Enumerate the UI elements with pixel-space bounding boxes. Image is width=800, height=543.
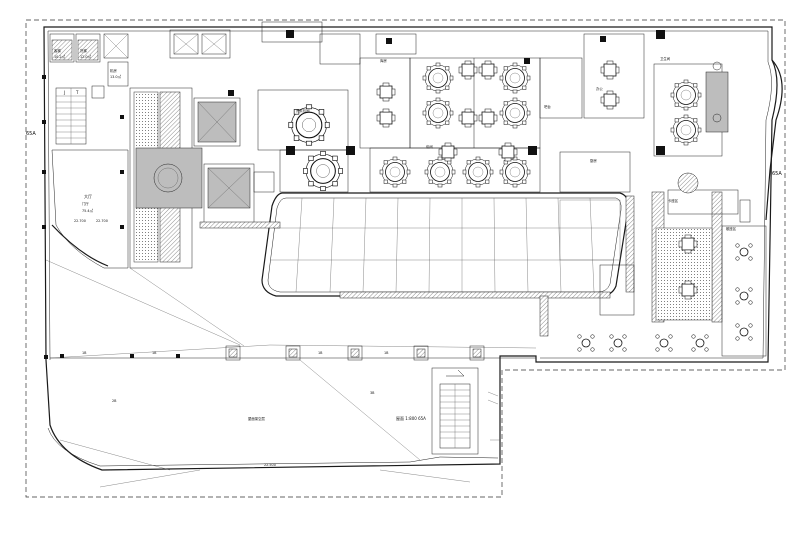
interior-columns [228, 30, 665, 155]
label-elevator-a: 客梯 [54, 48, 61, 53]
outer-boundary-upper [25, 19, 786, 498]
label-note-b: 散座区 [726, 226, 737, 231]
label-ref-4: 1B [384, 351, 389, 355]
label-vip-room: 贵宾包间 [296, 108, 310, 113]
label-dining: 包间 [426, 144, 433, 149]
lobby-curved-wall [51, 224, 109, 267]
curved-facade [47, 427, 499, 467]
core-left [49, 33, 129, 145]
label-office: 办公 [596, 86, 603, 91]
lower-stair [431, 367, 479, 455]
round-tables [288, 62, 702, 192]
label-hall-sub: 门厅 [82, 201, 89, 206]
label-hall: 大厅 [84, 193, 92, 199]
label-ref-6: 3B [370, 391, 375, 395]
label-wash: 卫生间 [660, 56, 671, 61]
label-elev-1: 22.700 [74, 219, 86, 223]
label-ref-2: 1B [152, 351, 157, 355]
label-area-b: 12.0㎡ [80, 54, 92, 59]
atrium-skylight [199, 192, 635, 337]
edge-ticks [487, 391, 500, 441]
label-bottom-elev: 22.500 [264, 463, 276, 467]
level-divider [49, 344, 537, 361]
facade-columns [42, 75, 124, 359]
label-kitchen: 厨房 [590, 158, 597, 163]
label-mech-room: 机房 [110, 68, 117, 73]
label-stair-t: T [75, 90, 79, 95]
lobby-hall [51, 149, 129, 269]
label-mech-area: 13.0㎡ [110, 74, 122, 79]
roof-construction-lines [45, 259, 471, 488]
label-lower-tag: 屋面 1:800 65A [396, 415, 426, 421]
label-area-a: 10.2㎡ [54, 54, 66, 59]
label-storage: 库房 [380, 58, 387, 63]
label-hall-area: 75.4㎡ [82, 208, 94, 213]
square-tables [376, 60, 620, 162]
label-terrace-note: 屋面架空层 [248, 416, 266, 421]
label-ref-3: 1B [318, 351, 323, 355]
label-left-tag: 65A [26, 131, 36, 137]
label-note-a: 卡座区 [668, 198, 679, 203]
label-elev-2: 22.700 [96, 219, 108, 223]
label-ref-1: 1B [82, 351, 87, 355]
label-elevator-b: 货梯 [80, 48, 87, 53]
service-zone [169, 21, 417, 65]
label-bar: 吧台 [544, 104, 551, 109]
building-outline [43, 26, 778, 471]
label-stair-j: J [63, 90, 65, 95]
right-terrace [559, 61, 767, 357]
building-outline-inner [47, 30, 772, 361]
label-ref-5: 2B [112, 399, 117, 403]
label-right-tag: 65A [772, 171, 782, 177]
entrance-skylight [129, 87, 275, 269]
right-facade-curve [765, 59, 783, 221]
